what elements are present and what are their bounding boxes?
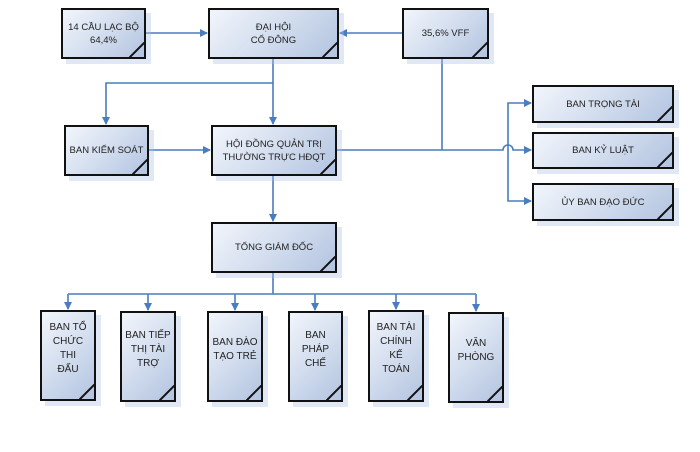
node-label: BAN TIẾP THỊ TÀI TRỢ	[125, 329, 171, 369]
folded-corner-icon	[320, 159, 336, 175]
node-department[interactable]: VĂN PHÒNG	[448, 312, 504, 403]
connector-board-discipline	[336, 144, 532, 154]
folded-corner-icon	[472, 42, 488, 58]
node-clubs[interactable]: 14 CẦU LẠC BỘ 64,4%	[61, 8, 146, 59]
folded-corner-icon	[657, 204, 673, 220]
node-label: 35,6% VFF	[421, 28, 470, 39]
connector-branch-referee	[507, 99, 532, 150]
node-label: 14 CẦU LẠC BỘ 64,4%	[68, 21, 139, 46]
node-label: BAN KỶ LUẬT	[572, 145, 634, 156]
connector-assembly-supervisory	[102, 82, 273, 125]
folded-corner-icon	[320, 256, 336, 272]
node-ethics-committee[interactable]: ỦY BAN ĐẠO ĐỨC	[532, 183, 674, 221]
node-department[interactable]: BAN TIẾP THỊ TÀI TRỢ	[120, 311, 176, 402]
node-general-director[interactable]: TỔNG GIÁM ĐỐC	[211, 222, 337, 273]
folded-corner-icon	[326, 385, 342, 401]
node-department[interactable]: BAN TỔ CHỨC THI ĐẤU	[40, 310, 96, 401]
node-department[interactable]: BAN ĐÀO TẠO TRẺ	[207, 311, 263, 402]
folded-corner-icon	[657, 106, 673, 122]
folded-corner-icon	[322, 42, 338, 58]
node-shareholders-assembly[interactable]: ĐẠI HỘI CỔ ĐÔNG	[208, 8, 339, 59]
node-department[interactable]: BAN PHÁP CHẾ	[288, 311, 343, 402]
connector-branch-ethics	[507, 150, 532, 205]
node-label: VĂN PHÒNG	[457, 337, 495, 363]
node-department[interactable]: BAN TÀI CHÍNH KẾ TOÁN	[368, 310, 424, 402]
node-label: TỔNG GIÁM ĐỐC	[234, 242, 314, 253]
folded-corner-icon	[79, 384, 95, 400]
node-label: BAN TÀI CHÍNH KẾ TOÁN	[376, 322, 416, 375]
node-label: BAN KIỂM SOÁT	[69, 145, 144, 156]
folded-corner-icon	[129, 42, 145, 58]
folded-corner-icon	[657, 152, 673, 168]
folded-corner-icon	[159, 385, 175, 401]
node-label: ỦY BAN ĐẠO ĐỨC	[561, 196, 645, 208]
node-vff[interactable]: 35,6% VFF	[402, 8, 489, 59]
node-label: BAN PHÁP CHẾ	[301, 329, 330, 369]
node-supervisory-board[interactable]: BAN KIỂM SOÁT	[64, 125, 149, 176]
node-label: HỘI ĐỒNG QUẢN TRỊ THƯỜNG TRỰC HĐQT	[222, 138, 326, 163]
node-label: BAN ĐÀO TẠO TRẺ	[212, 336, 258, 362]
node-board-of-directors[interactable]: HỘI ĐỒNG QUẢN TRỊ THƯỜNG TRỰC HĐQT	[211, 125, 337, 176]
node-label: BAN TỔ CHỨC THI ĐẤU	[49, 321, 87, 375]
folded-corner-icon	[246, 385, 262, 401]
node-discipline-committee[interactable]: BAN KỶ LUẬT	[532, 132, 674, 169]
folded-corner-icon	[407, 385, 423, 401]
folded-corner-icon	[132, 159, 148, 175]
node-label: ĐẠI HỘI CỔ ĐÔNG	[250, 21, 297, 46]
folded-corner-icon	[487, 386, 503, 402]
node-label: BAN TRỌNG TÀI	[566, 98, 640, 110]
node-referee-committee[interactable]: BAN TRỌNG TÀI	[532, 85, 674, 123]
